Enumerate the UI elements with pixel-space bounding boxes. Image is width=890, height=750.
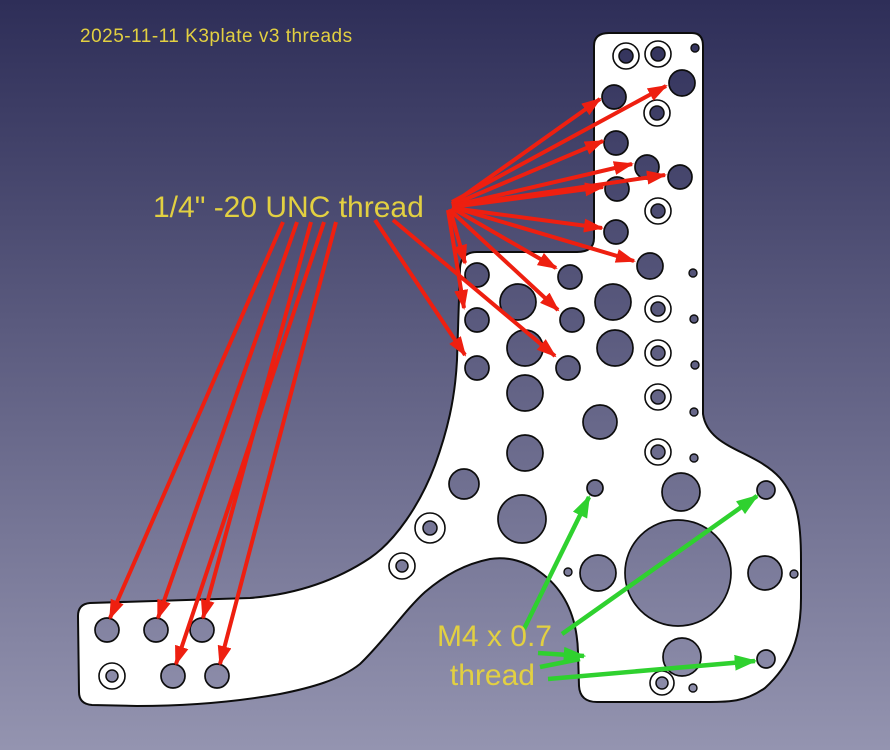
hole-tiny[interactable] (689, 407, 699, 417)
hole-plain[interactable] (464, 307, 490, 333)
hole-plain[interactable] (497, 494, 547, 544)
hole-counterbore-bore[interactable] (395, 559, 409, 573)
hole-tiny[interactable] (689, 453, 699, 463)
red-thread-arrow (448, 208, 467, 265)
hole-counterbore-bore[interactable] (650, 389, 666, 405)
hole-plain[interactable] (464, 262, 490, 288)
hole-plain[interactable] (624, 519, 732, 627)
hole-plain[interactable] (555, 355, 581, 381)
hole-plain[interactable] (448, 468, 480, 500)
hole-counterbore-bore[interactable] (655, 676, 669, 690)
red-thread-arrow (217, 221, 338, 666)
hole-plain[interactable] (601, 84, 627, 110)
hole-plain[interactable] (189, 617, 215, 643)
hole-counterbore-bore[interactable] (650, 345, 666, 361)
holes-layer (94, 40, 799, 696)
green-thread-arrow (539, 656, 581, 670)
red-thread-arrow (451, 161, 634, 208)
hole-plain[interactable] (559, 307, 585, 333)
hole-plain[interactable] (143, 617, 169, 643)
hole-plain[interactable] (594, 283, 632, 321)
red-thread-arrow (373, 218, 467, 357)
red-thread-arrow (451, 84, 668, 204)
red-thread-arrow (391, 218, 557, 358)
hole-counterbore-bore[interactable] (650, 46, 666, 62)
green-thread-arrow (537, 646, 587, 663)
hole-counterbore-bore[interactable] (649, 105, 665, 121)
hole-tiny[interactable] (690, 360, 700, 370)
red-thread-arrow (446, 209, 469, 310)
hole-plain[interactable] (506, 374, 544, 412)
hole-counterbore-bore[interactable] (422, 520, 438, 536)
hole-plain[interactable] (506, 434, 544, 472)
hole-plain[interactable] (506, 329, 544, 367)
hole-tiny[interactable] (789, 569, 799, 579)
hole-plain[interactable] (586, 479, 604, 497)
hole-plain[interactable] (756, 480, 776, 500)
hole-counterbore-bore[interactable] (650, 301, 666, 317)
hole-plain[interactable] (747, 555, 783, 591)
annotation-title: 2025-11-11 K3plate v3 threads (80, 26, 353, 47)
hole-plain[interactable] (499, 283, 537, 321)
annotation-m4-label-line1: M4 x 0.7 (437, 620, 552, 653)
hole-plain[interactable] (582, 404, 618, 440)
annotation-unc-label: 1/4" -20 UNC thread (153, 191, 424, 224)
hole-counterbore-bore[interactable] (105, 669, 119, 683)
hole-counterbore-bore[interactable] (650, 203, 666, 219)
hole-counterbore-bore[interactable] (618, 48, 634, 64)
hole-plain[interactable] (636, 252, 664, 280)
hole-counterbore-bore[interactable] (650, 444, 666, 460)
red-thread-arrow (156, 221, 299, 620)
red-thread-arrow (451, 206, 604, 233)
red-thread-arrow (448, 208, 560, 312)
hole-plain[interactable] (464, 355, 490, 381)
green-thread-arrow (521, 494, 592, 630)
green-thread-arrow (560, 494, 759, 636)
hole-plain[interactable] (603, 219, 629, 245)
hole-tiny[interactable] (688, 683, 698, 693)
annotation-m4-label-line2: thread (450, 659, 535, 692)
red-thread-arrow (451, 139, 605, 207)
hole-tiny[interactable] (563, 567, 573, 577)
hole-plain[interactable] (756, 649, 776, 669)
arrows-layer (108, 84, 759, 682)
hole-plain[interactable] (596, 329, 634, 367)
hole-plain[interactable] (204, 663, 230, 689)
hole-plain[interactable] (557, 264, 583, 290)
hole-tiny[interactable] (688, 268, 698, 278)
red-thread-arrow (451, 205, 636, 263)
red-thread-arrow (174, 221, 326, 666)
red-thread-arrow (451, 206, 558, 270)
hole-plain[interactable] (94, 617, 120, 643)
hole-plain[interactable] (668, 69, 696, 97)
hole-tiny[interactable] (689, 314, 699, 324)
hole-plain[interactable] (667, 164, 693, 190)
green-thread-arrow (547, 654, 758, 682)
hole-plain[interactable] (579, 554, 617, 592)
hole-plain[interactable] (661, 472, 701, 512)
hole-plain[interactable] (160, 663, 186, 689)
hole-plain[interactable] (603, 130, 629, 156)
red-thread-arrow (108, 221, 285, 620)
hole-tiny[interactable] (690, 43, 700, 53)
red-thread-arrow (451, 182, 605, 209)
